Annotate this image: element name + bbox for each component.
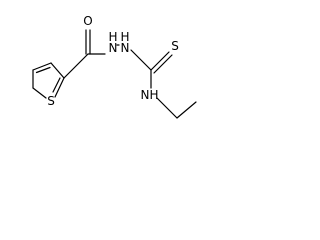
amide-n-label: N (141, 88, 150, 102)
molecule-canvas: O S S H N H N N H (0, 0, 204, 141)
ring-bond-s-c2 (54, 77, 65, 98)
amide-n-h-label: H (149, 88, 158, 102)
hydrazide-nh2-h-label: H (120, 30, 129, 44)
thiophene-sulfur-label: S (47, 94, 55, 108)
hydrazide-nh1-label: N (109, 41, 118, 55)
ring-bond-c5-s (32, 87, 47, 99)
hydrazide-nh2-label: N (121, 41, 130, 55)
bond-thiocarbonyl-s-2 (153, 54, 173, 74)
bond-nh-ch2 (156, 97, 178, 119)
hydrazide-nh1-h-label: H (108, 30, 117, 44)
thiocarbonyl-sulfur-label: S (171, 39, 179, 53)
ring-bond-s-c2-inner (52, 77, 61, 93)
carbonyl-oxygen-label: O (83, 14, 92, 28)
bond-ring-carbonyl (63, 53, 89, 79)
ring-bond-c2-c3 (50, 62, 65, 79)
ring-bond-c3-c4-inner (35, 66, 51, 74)
carbonyl-group (63, 29, 106, 79)
molecule-structure: O S S H N H N N H (32, 14, 197, 119)
thiophene-ring (32, 62, 65, 99)
bond-ch2-ch3 (176, 101, 197, 119)
bond-thiocarbonyl-s-1 (150, 51, 170, 71)
bond-nh2-thiocarbonyl (130, 49, 152, 71)
ring-bond-c3-c4 (32, 62, 52, 71)
hydrazide-thiourea-chain (116, 44, 197, 119)
